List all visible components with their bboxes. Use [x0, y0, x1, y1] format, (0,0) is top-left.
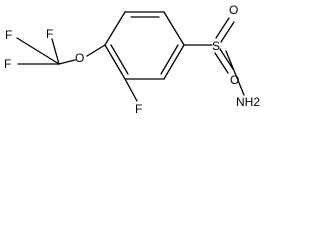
- atom-label-nh2: NH2: [236, 95, 260, 109]
- atom-label-f: F: [4, 57, 11, 71]
- bond-ring-to-f: [124, 78, 138, 102]
- ring-bond-upper-right: [163, 11, 185, 46]
- bond-s-to-o-lower-b: [219, 48, 234, 70]
- ring-bond-lower-left-inner: [110, 44, 129, 75]
- ring-bond-lower-left: [104, 44, 126, 80]
- atom-label-f: F: [5, 28, 12, 42]
- atom-label-o: O: [229, 3, 238, 17]
- bond-ring-to-o: [86, 44, 106, 57]
- ring-bond-lower-right: [163, 44, 185, 80]
- bond-c-to-f-top: [51, 38, 60, 65]
- atom-label-f: F: [135, 102, 142, 116]
- structure-diagram: F F F O F S O O NH2: [4, 3, 260, 116]
- bond-o-to-cf3: [58, 59, 76, 65]
- bond-s-to-o-upper-a: [215, 17, 230, 39]
- bond-s-to-n: [225, 50, 245, 96]
- bond-s-to-o-upper-b: [220, 21, 235, 43]
- ring-bond-lower-right-inner: [160, 44, 179, 75]
- bond-s-to-o-lower-a: [214, 52, 229, 74]
- atom-label-s: S: [212, 39, 220, 53]
- bond-c-to-f-top-left: [16, 37, 60, 65]
- atom-label-f: F: [46, 27, 53, 41]
- ring-bond-upper-left: [104, 11, 126, 46]
- atom-label-o: O: [75, 51, 84, 65]
- atom-label-o: O: [230, 73, 239, 87]
